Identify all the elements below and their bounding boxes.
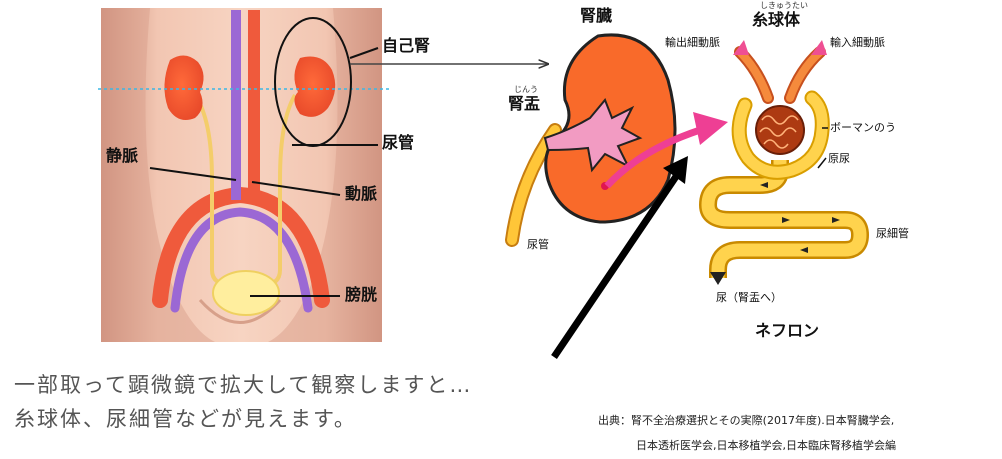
urine-to-pelvis-label: 尿（腎盂へ） bbox=[716, 291, 782, 304]
artery-vessel bbox=[248, 10, 260, 200]
own-kidney-label: 自己腎 bbox=[382, 36, 431, 55]
kidney-label: 腎臓 bbox=[580, 6, 613, 25]
enlarged-kidney bbox=[505, 33, 677, 247]
left-kidney bbox=[164, 55, 204, 121]
nephron-label: ネフロン bbox=[755, 321, 820, 340]
artery-label: 動脈 bbox=[345, 184, 378, 203]
source-line-1: 出典：腎不全治療選択とその実際(2017年度).日本腎臓学会, bbox=[598, 414, 895, 427]
ureter-label: 尿管 bbox=[382, 133, 415, 152]
caption-line-1: 一部取って顕微鏡で拡大して観察しますと… bbox=[14, 373, 473, 397]
vein-label: 静脈 bbox=[106, 146, 139, 165]
source-line-2: 日本透析医学会,日本移植学会,日本臨床腎移植学会編 bbox=[636, 439, 896, 452]
afferent-arteriole-label: 輸入細動脈 bbox=[830, 36, 885, 49]
diagonal-black-arrow bbox=[551, 173, 680, 359]
bladder-label: 膀胱 bbox=[345, 285, 378, 304]
nephron-illustration bbox=[699, 40, 869, 285]
renal-pelvis-ruby: じんう bbox=[514, 85, 538, 94]
primary-urine-label: 原尿 bbox=[828, 152, 850, 165]
magnify-arrow bbox=[604, 126, 702, 189]
bowman-capsule-label: ボーマンのう bbox=[830, 121, 896, 134]
vein-vessel bbox=[231, 10, 241, 200]
renal-pelvis-label: 腎盂 bbox=[508, 94, 541, 113]
glomerulus-label: 糸球体 bbox=[752, 10, 801, 29]
kidney-ureter-label: 尿管 bbox=[527, 238, 549, 251]
renal-tubule-label: 尿細管 bbox=[876, 227, 909, 240]
right-kidney bbox=[294, 56, 336, 117]
glomerulus-ruby: しきゅうたい bbox=[760, 1, 808, 10]
efferent-arteriole-label: 輸出細動脈 bbox=[665, 36, 720, 49]
bladder bbox=[212, 270, 280, 316]
caption-line-2: 糸球体、尿細管などが見えます。 bbox=[14, 407, 357, 431]
